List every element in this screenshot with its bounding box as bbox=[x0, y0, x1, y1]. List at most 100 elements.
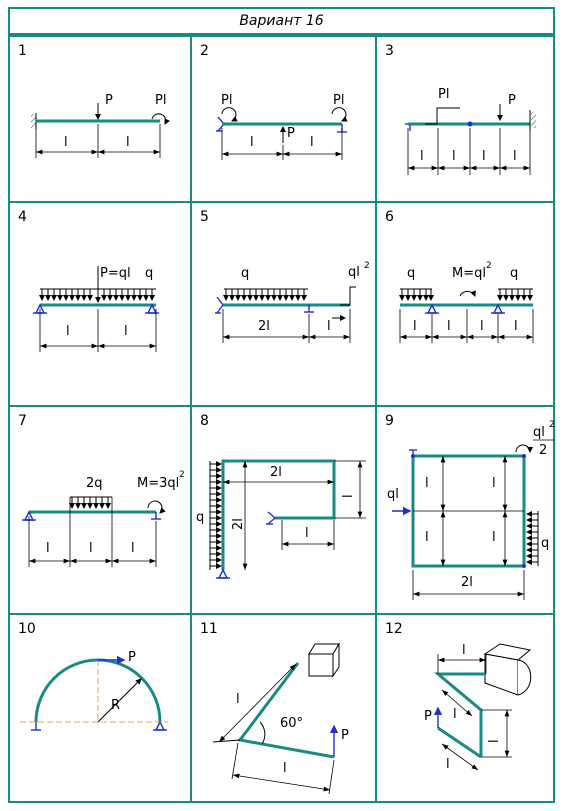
moment-arrow bbox=[147, 500, 166, 514]
dim-label: l bbox=[126, 135, 130, 150]
diagram-3: Pl P l l l l bbox=[405, 87, 536, 175]
dim-label: l bbox=[482, 149, 486, 164]
dim-label: l bbox=[425, 476, 429, 491]
problem-number: 5 bbox=[200, 209, 209, 225]
dim-label: l bbox=[250, 135, 254, 150]
distributed-load bbox=[223, 288, 308, 301]
dim-label: l bbox=[66, 324, 70, 339]
dim-label: 2l bbox=[231, 518, 246, 530]
load-label: q bbox=[145, 266, 153, 281]
dim-label: l bbox=[413, 319, 417, 334]
diagram-5: q ql 2 2l l bbox=[215, 261, 370, 343]
force-label: P bbox=[105, 93, 113, 108]
dim-label: l bbox=[453, 707, 457, 722]
moment-arrow bbox=[515, 444, 533, 453]
distributed-load-left bbox=[399, 288, 434, 301]
dim-label: l bbox=[131, 541, 135, 556]
angle-label: 60° bbox=[280, 716, 303, 731]
force-label: P bbox=[424, 709, 432, 724]
moment-arrow bbox=[221, 107, 238, 122]
radius-line bbox=[97, 678, 142, 723]
dim-label: l bbox=[310, 135, 314, 150]
diagram-12: l P l l l bbox=[424, 643, 532, 772]
dim-label: l bbox=[513, 149, 517, 164]
distributed-load bbox=[209, 461, 222, 570]
load-label: q bbox=[510, 266, 518, 281]
dim-label: l bbox=[447, 319, 451, 334]
dim-label: l bbox=[327, 319, 331, 334]
wall-block bbox=[308, 642, 340, 678]
load-label: q bbox=[541, 536, 549, 551]
dim-label: l bbox=[420, 149, 424, 164]
diagram-1: P Pl l l bbox=[31, 93, 170, 158]
problem-number: 8 bbox=[200, 413, 209, 429]
moment-label: Pl bbox=[155, 93, 166, 108]
denominator: 2 bbox=[539, 443, 547, 458]
force-label: P bbox=[287, 126, 295, 141]
dim-label: l bbox=[46, 541, 50, 556]
pin-support bbox=[267, 511, 277, 525]
moment-label: M=3ql bbox=[137, 476, 179, 491]
dim-label: 2l bbox=[258, 319, 270, 334]
variant-title: Вариант 16 bbox=[239, 13, 324, 29]
dim-label: l bbox=[480, 319, 484, 334]
problem-number: 9 bbox=[385, 413, 394, 429]
dim-label: 2l bbox=[270, 465, 282, 480]
diagram-9: ql 2 2 ql q l l l l 2l bbox=[387, 420, 555, 600]
moment-label: Pl bbox=[438, 87, 449, 102]
dim-label: l bbox=[305, 526, 309, 541]
moment-bracket bbox=[425, 107, 460, 125]
load-label: q bbox=[407, 266, 415, 281]
dim-label: l bbox=[446, 757, 450, 772]
diagram-7: 2q M=3ql 2 l l l bbox=[22, 470, 185, 567]
exponent: 2 bbox=[364, 261, 370, 271]
moment-label: ql bbox=[348, 265, 360, 280]
problem-number: 7 bbox=[18, 413, 27, 429]
hinge bbox=[467, 121, 473, 127]
problem-cell-12: 12 bbox=[375, 613, 555, 803]
moment-arrow bbox=[331, 107, 348, 122]
moment-label: M=ql bbox=[452, 266, 486, 281]
exponent: 2 bbox=[179, 470, 185, 480]
problem-number: 4 bbox=[18, 209, 27, 225]
dim-label: l bbox=[452, 149, 456, 164]
problem-number: 3 bbox=[385, 43, 394, 59]
diagram-4: P=ql q l l bbox=[33, 266, 159, 352]
pin-support bbox=[216, 296, 224, 314]
distributed-load bbox=[526, 511, 539, 566]
dim-label: 2l bbox=[461, 575, 473, 590]
variant-header: Вариант 16 bbox=[8, 7, 555, 35]
moment-bracket bbox=[340, 286, 356, 306]
load-label: q bbox=[196, 510, 204, 525]
diagram-2: Pl Pl P l l bbox=[216, 93, 348, 160]
dim-label: l bbox=[514, 319, 518, 334]
problem-number: 6 bbox=[385, 209, 394, 225]
pin-support bbox=[154, 720, 166, 731]
load-label: 2q bbox=[86, 476, 103, 491]
force-label: P bbox=[128, 650, 136, 665]
dim-label: l bbox=[492, 530, 496, 545]
radius-label: R bbox=[111, 698, 120, 713]
dim-label: l bbox=[462, 643, 466, 658]
diagram-6: q q M=ql 2 l l l l bbox=[399, 261, 534, 343]
problem-number: 11 bbox=[200, 621, 218, 637]
fixed-support bbox=[31, 114, 36, 128]
force-label: P=ql bbox=[100, 266, 131, 281]
diagram-11: l 60° P l bbox=[212, 642, 349, 795]
distributed-load bbox=[69, 496, 112, 509]
diagram-10: R P bbox=[20, 650, 168, 731]
dim-label: l bbox=[341, 494, 356, 498]
force-label: P bbox=[341, 728, 349, 743]
problem-number: 1 bbox=[18, 43, 27, 59]
dim-label: l bbox=[492, 476, 496, 491]
dim-label: l bbox=[89, 541, 93, 556]
wall-block bbox=[483, 643, 532, 696]
moment-label: Pl bbox=[333, 93, 344, 108]
dim-label: l bbox=[425, 530, 429, 545]
dim-label: l bbox=[124, 324, 128, 339]
fixed-support bbox=[531, 112, 536, 128]
dim-label: l bbox=[487, 739, 502, 743]
exponent: 2 bbox=[486, 261, 492, 271]
frame bbox=[237, 662, 335, 759]
